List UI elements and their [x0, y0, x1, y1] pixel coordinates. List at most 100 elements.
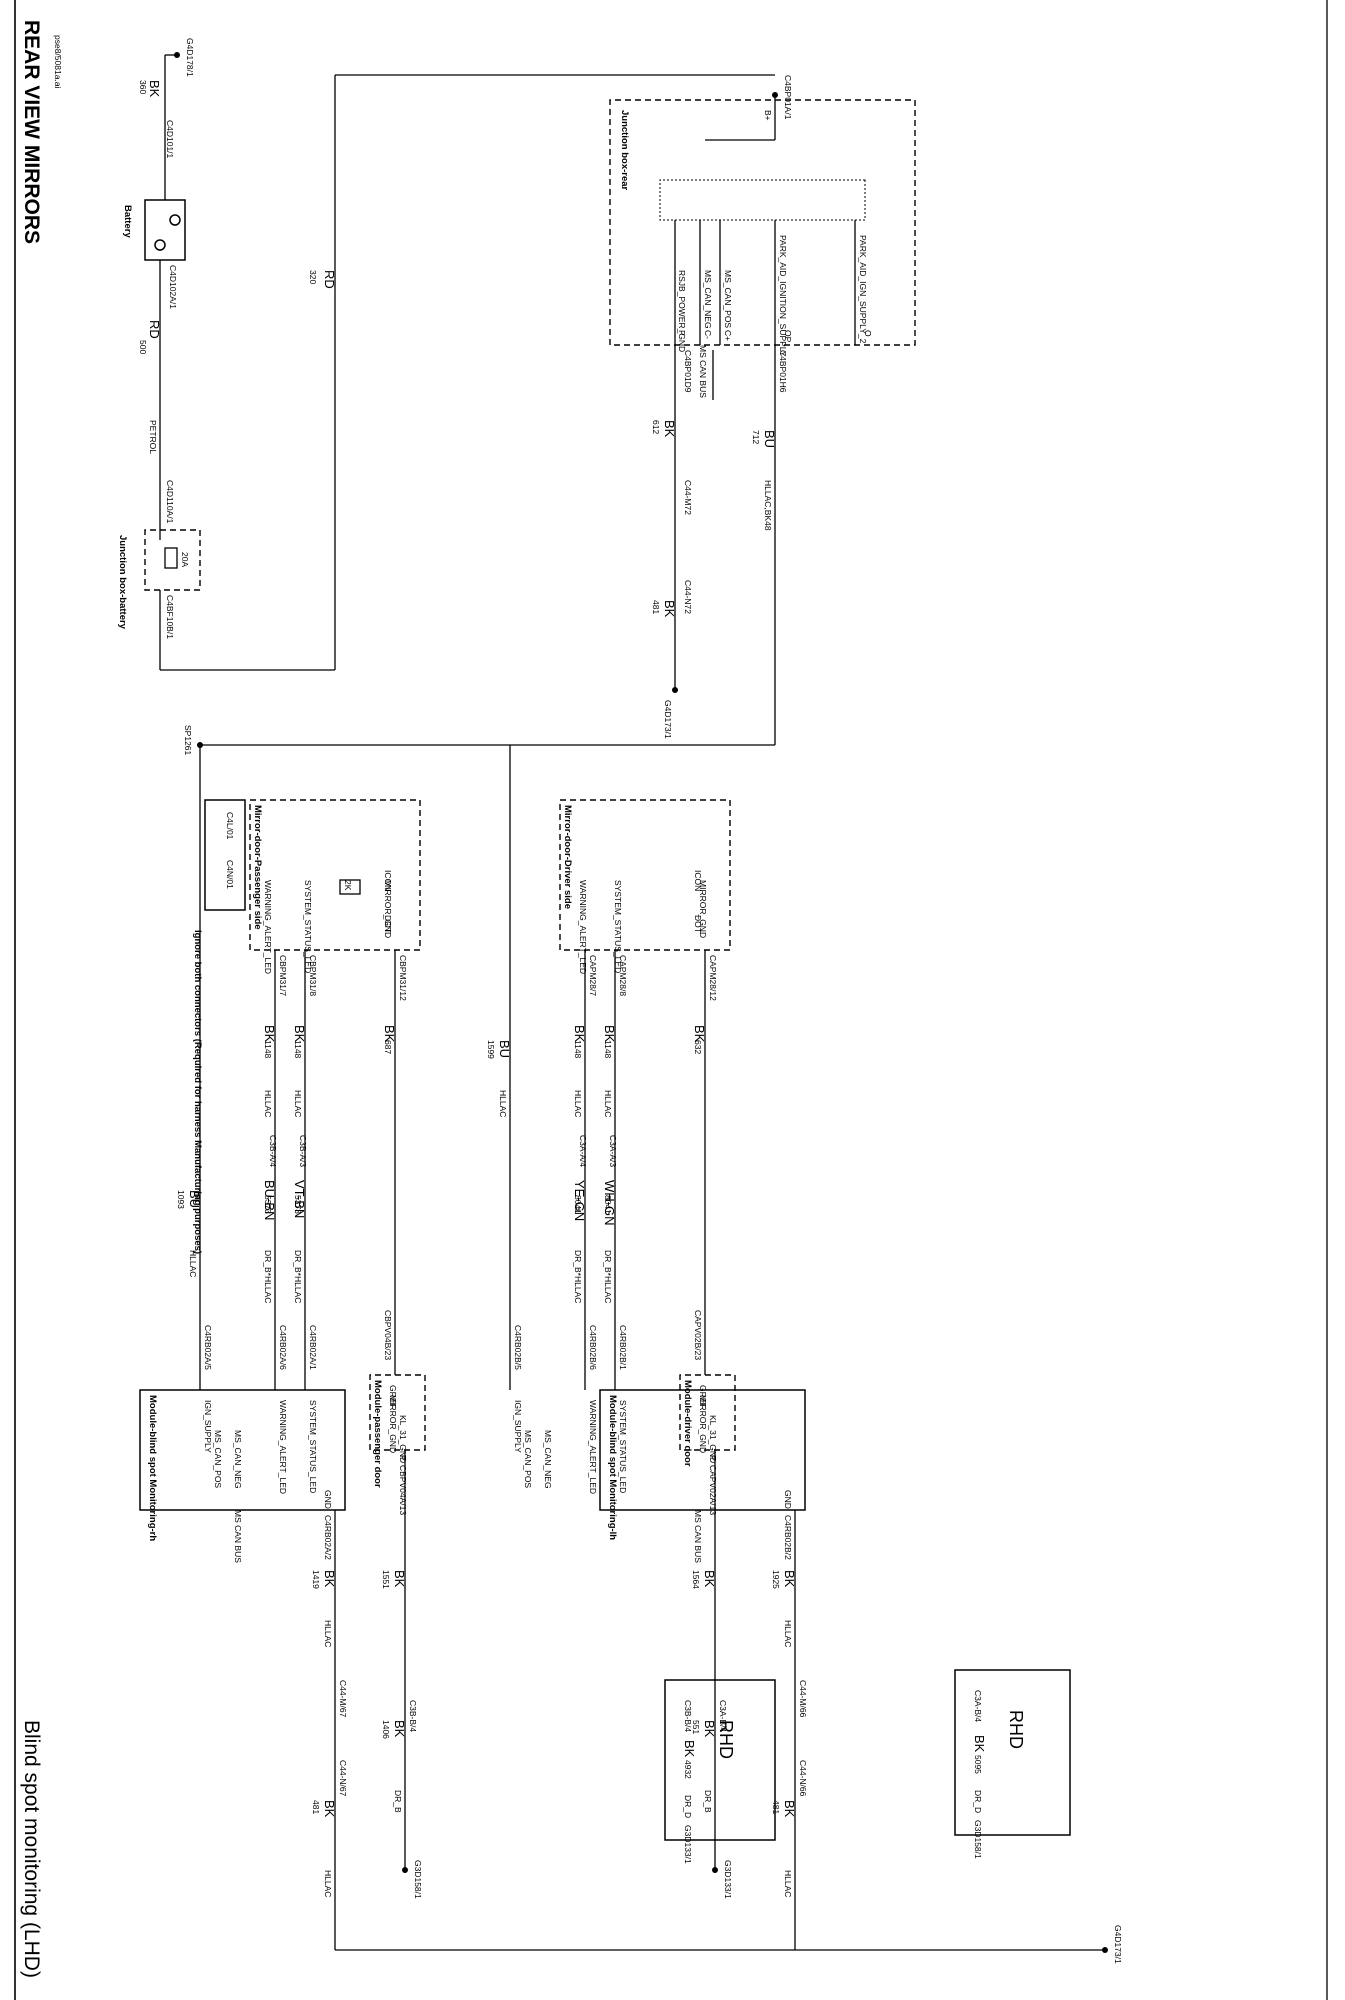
num-1419: 1419: [311, 1570, 321, 1589]
battery-symbol: [144, 199, 186, 261]
label-pass-status: SYSTEM_STATUS_LED: [303, 880, 313, 973]
label-c44n66: C44-N/66: [798, 1760, 808, 1797]
label-c44n67: C44-N/67: [338, 1760, 348, 1797]
num-5373-a: 5373: [263, 1195, 273, 1214]
label-drv-mirror-gnd: MIRROR_GND: [698, 880, 708, 938]
label-pass-dot: DOT: [383, 915, 393, 933]
num-632: 632: [693, 1040, 703, 1054]
label-c44n72: C44-N72: [683, 580, 693, 614]
dr-b-hllac-p2: DR_B*HLLAC: [293, 1250, 303, 1303]
hllac-p2: HLLAC: [293, 1090, 303, 1117]
hllac-481-lh: HLLAC: [783, 1870, 793, 1897]
fuse-20a: [164, 547, 178, 569]
hllac-481-rh: HLLAC: [323, 1870, 333, 1897]
jb-rear-box: [609, 99, 916, 346]
color-bk-5095: BK: [972, 1735, 987, 1753]
color-bk-battery: BK: [147, 80, 162, 98]
label-c3a-a3: C3A-A/3: [608, 1135, 618, 1167]
color-bk-1551: BK: [392, 1570, 407, 1588]
color-bu-bn: BU-BN: [262, 1180, 277, 1220]
hllac-d1: HLLAC: [573, 1090, 583, 1117]
label-bsm-rh-warning: WARNING_ALERT_LED: [278, 1400, 288, 1494]
label-mirror-driver: Mirror-door-Driver side: [562, 805, 573, 909]
label-park-aid-ign2: PARK_AID_IGN_SUPPLY_2: [858, 235, 868, 344]
label-c3b-b4-rhd: C3B-B/4: [683, 1700, 693, 1732]
label-c4rb02a1: C4RB02A/1: [308, 1325, 318, 1370]
label-bsm-rh-status: SYSTEM_STATUS_LED: [308, 1400, 318, 1493]
label-c44m67: C44-M/67: [338, 1680, 348, 1718]
label-capm28-12: CAPM28/12: [708, 955, 718, 1001]
num-1551: 1551: [381, 1570, 391, 1589]
label-bsm-rh: Module-blind spot Monitoring-rh: [147, 1395, 158, 1541]
label-g4d173-bottom: G4D173/1: [1113, 1925, 1123, 1964]
label-c3a-a4: C3A-A/4: [578, 1135, 588, 1167]
label-drv-kl31: KL_31_GND: [708, 1415, 718, 1463]
color-bk-d2: BK: [602, 1025, 617, 1043]
label-c3b-b4: C3B-B/4: [408, 1700, 418, 1732]
label-petrol: PETROL: [148, 420, 158, 454]
label-park-aid-ign: PARK_AID_IGNITION_SUPPLY: [778, 235, 788, 357]
color-vt-bn: VT-BN: [292, 1180, 307, 1218]
label-capm28-7: CAPM28/7: [588, 955, 598, 996]
label-c4bf10b: C4BF10B/1: [165, 595, 175, 639]
label-capm28-8: CAPM28/8: [618, 955, 628, 996]
num-1564: 1564: [691, 1570, 701, 1589]
battery-neg-terminal: [169, 214, 181, 226]
label-bsm-lh-warning: WARNING_ALERT_LED: [588, 1400, 598, 1494]
num-1406: 1406: [381, 1720, 391, 1739]
label-c4bp01h6: C4BP01H6: [778, 350, 788, 393]
label-bsm-rh-gnd: GND: [323, 1490, 333, 1509]
dr-b-hllac-p1: DR_B*HLLAC: [263, 1250, 273, 1303]
label-pin-cminus: C-: [703, 330, 713, 339]
color-bk-w3: BK: [382, 1025, 397, 1043]
label-c4n01: C4N/01: [225, 860, 235, 889]
battery-pos-terminal: [154, 239, 166, 251]
label-c4bp01d9: C4BP01D9: [683, 350, 693, 393]
dr-b-hllac-d1: DR_B*HLLAC: [573, 1250, 583, 1303]
num-1599: 1599: [486, 1040, 496, 1059]
num-481-top: 481: [651, 600, 661, 614]
label-g3d133-rhd: G3D133/1: [683, 1825, 693, 1864]
num-8041-b: 8041: [603, 1195, 613, 1214]
resistor-2k: [339, 879, 361, 895]
label-b-plus: B+: [763, 110, 773, 121]
hllac-1925: HLLAC: [783, 1620, 793, 1647]
label-c4rb02b1: C4RB02B/1: [618, 1325, 628, 1370]
label-c4d110: C4D110A/1: [165, 480, 175, 524]
label-c4d101: C4D101/1: [165, 120, 175, 159]
color-rd-500: RD: [147, 320, 162, 339]
color-bu-712: BU: [762, 430, 777, 448]
page-subtitle: Blind spot monitoring (LHD): [20, 1720, 43, 1978]
color-bk-481-lh: BK: [782, 1800, 797, 1818]
dr-d-pass: DR_D: [683, 1795, 693, 1818]
color-wh-gn: WH-GN: [602, 1180, 617, 1226]
hllac-d2: HLLAC: [603, 1090, 613, 1117]
label-rhd-drv: RHD: [1006, 1710, 1026, 1749]
note-connector-box: [204, 799, 246, 911]
ground-g4d173-top: [672, 687, 678, 693]
label-cbpv04a13: CBPV04A/13: [398, 1465, 408, 1515]
color-bk-551: BK: [702, 1720, 717, 1738]
color-bk-1406: BK: [392, 1720, 407, 1738]
ground-g4d178: [174, 52, 180, 58]
label-c44m66: C44-M/66: [798, 1680, 808, 1718]
label-pass-warning: WARNING_ALERT_LED: [263, 880, 273, 974]
dr-b-drv: DR_B: [703, 1790, 713, 1813]
num-1093: 1093: [176, 1190, 186, 1209]
page-title: REAR VIEW MIRRORS: [20, 20, 43, 244]
mirror-passenger-box: [249, 799, 421, 951]
label-pass-p: P: [398, 1455, 408, 1461]
num-4932: 4932: [683, 1760, 693, 1779]
label-g4d173-top: G4D173/1: [663, 700, 673, 739]
label-pass-icon: ICON: [383, 870, 393, 891]
label-drv-warning: WARNING_ALERT_LED: [578, 880, 588, 974]
label-mod-pass-door: Module-passenger door: [372, 1380, 383, 1488]
num-5095: 5095: [973, 1755, 983, 1774]
label-jb-battery: Junction box-battery: [117, 535, 128, 630]
bsm-lh-box: [599, 1389, 806, 1511]
label-mod-driver-door: Module-driver door: [682, 1380, 693, 1467]
label-drv-gref: GREF: [698, 1385, 708, 1409]
hllac-1599: HLLAC: [498, 1090, 508, 1117]
label-bsm-rh-can-neg: MS_CAN_NEG: [233, 1430, 243, 1489]
label-pin-p: P: [677, 330, 687, 336]
